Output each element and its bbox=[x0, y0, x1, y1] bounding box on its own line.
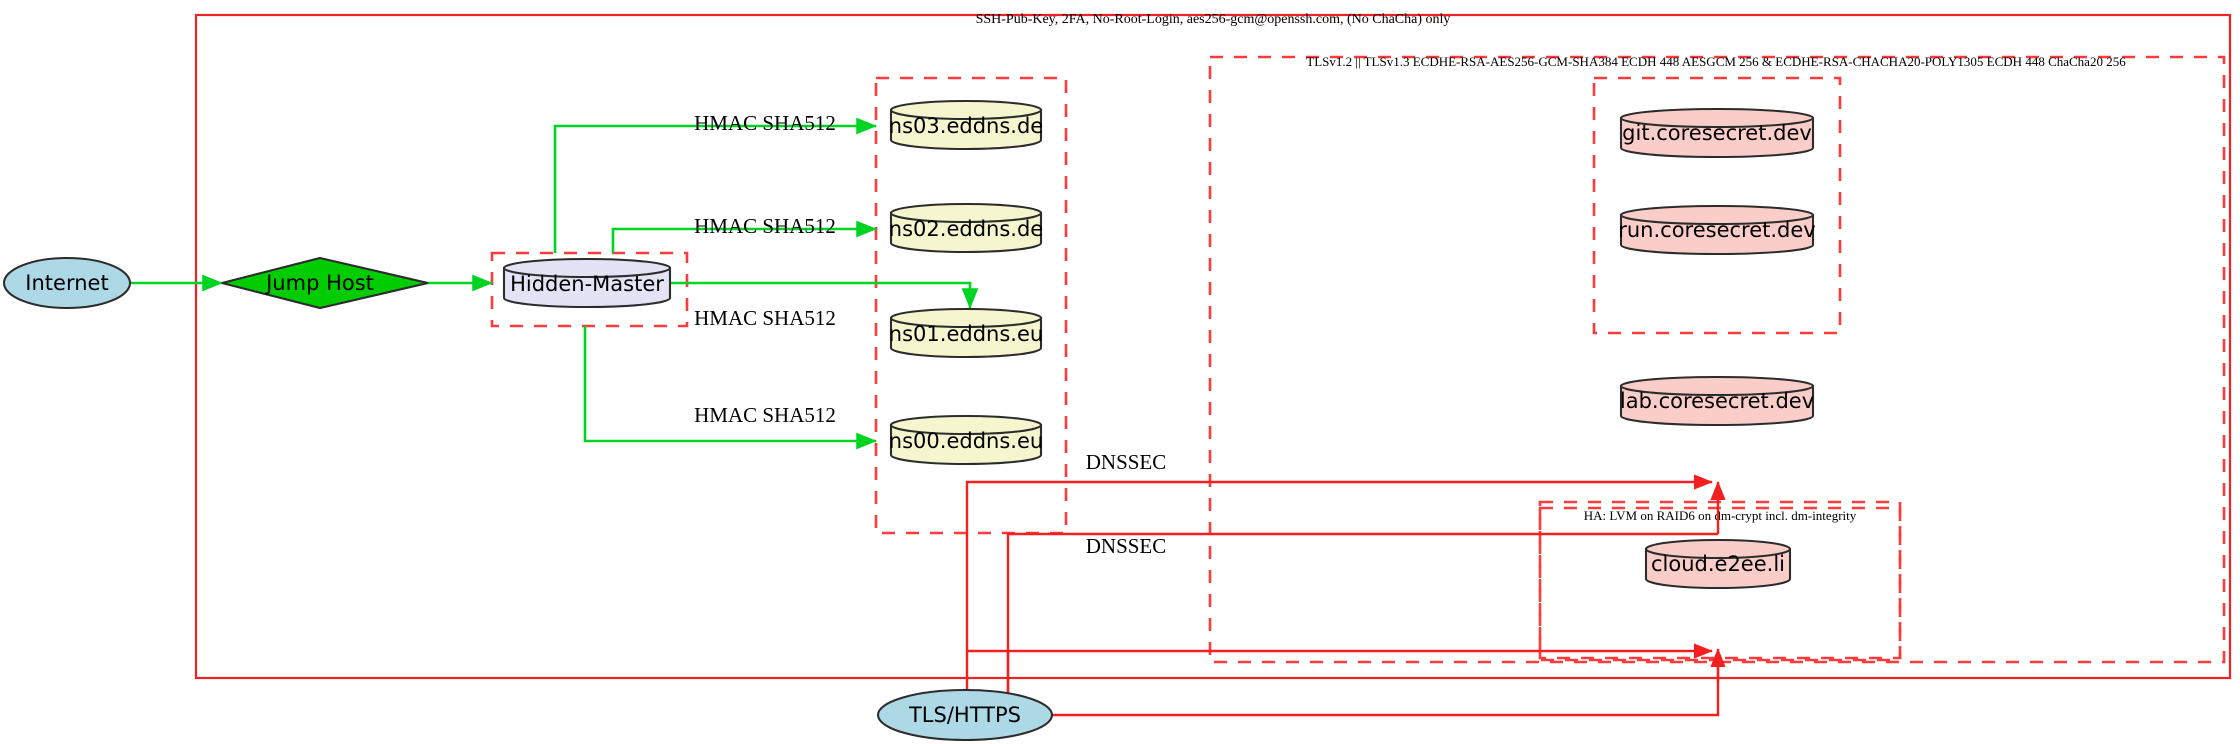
edge-tlshttps-riser bbox=[1006, 532, 1718, 700]
tls-https-ellipse bbox=[876, 688, 1054, 742]
cloud-label: cloud.e2ee.li bbox=[1651, 552, 1785, 576]
node-lab-coresecret[interactable]: lab.coresecret.dev bbox=[1619, 375, 1815, 427]
cluster-ssh-outer bbox=[194, 13, 2232, 680]
hidden-master-cylinder-body bbox=[502, 266, 672, 309]
node-jump-host[interactable]: Jump Host bbox=[221, 256, 429, 310]
git-cylinder-body bbox=[1619, 116, 1815, 159]
edge-label-dnssec-lower: DNSSEC bbox=[1086, 534, 1167, 558]
cloud-cylinder-top bbox=[1644, 538, 1792, 560]
edge-label-dnssec-upper: DNSSEC bbox=[1086, 450, 1167, 474]
node-internet[interactable]: Internet bbox=[2, 256, 132, 310]
node-run-coresecret[interactable]: run.coresecret.dev bbox=[1618, 204, 1816, 256]
cluster-hidden-master bbox=[490, 251, 689, 328]
edge-label-hmac-ns03: HMAC SHA512 bbox=[694, 111, 836, 135]
edge-tlshttps-right-out bbox=[1052, 660, 1720, 717]
ns01-cylinder-body bbox=[889, 316, 1043, 359]
git-cylinder-top bbox=[1619, 107, 1815, 129]
cluster-tls-label: TLSv1.2 || TLSv1.3 ECDHE-RSA-AES256-GCM-… bbox=[1306, 54, 2126, 69]
internet-ellipse bbox=[2, 256, 132, 310]
cluster-ssh-outer-label: SSH-Pub-Key, 2FA, No-Root-Login, aes256-… bbox=[976, 12, 1451, 27]
ns03-label: ns03.eddns.de bbox=[889, 114, 1043, 138]
cluster-ha-label: HA: LVM on RAID6 on dm-crypt incl. dm-in… bbox=[1584, 508, 1857, 523]
tls-https-label: TLS/HTTPS bbox=[908, 703, 1021, 727]
cloud-cylinder-body bbox=[1644, 547, 1792, 590]
edge-hiddenmaster-to-ns00 bbox=[583, 326, 878, 450]
edge-dnssec-upper bbox=[965, 474, 1713, 700]
edge-hiddenmaster-to-ns03 bbox=[553, 117, 878, 253]
ns03-cylinder-body bbox=[889, 108, 1043, 151]
internet-label: Internet bbox=[25, 271, 108, 295]
edge-hiddenmaster-to-ns01 bbox=[668, 281, 979, 310]
node-ns03[interactable]: ns03.eddns.de bbox=[889, 99, 1043, 151]
run-cylinder-body bbox=[1619, 213, 1815, 256]
run-cylinder-top bbox=[1619, 204, 1815, 226]
edge-label-hmac-ns01: HMAC SHA512 bbox=[694, 306, 836, 330]
git-label: git.coresecret.dev bbox=[1622, 121, 1812, 145]
node-git-coresecret[interactable]: git.coresecret.dev bbox=[1619, 107, 1815, 159]
ns00-cylinder-body bbox=[889, 423, 1043, 466]
cluster-dns-servers bbox=[874, 76, 1068, 535]
ns01-cylinder-top bbox=[889, 307, 1043, 329]
lab-label: lab.coresecret.dev bbox=[1620, 389, 1814, 413]
node-ns02[interactable]: ns02.eddns.de bbox=[889, 202, 1043, 254]
node-ns00[interactable]: ns00.eddns.eu bbox=[889, 414, 1043, 466]
ns02-label: ns02.eddns.de bbox=[889, 217, 1043, 241]
run-label: run.coresecret.dev bbox=[1618, 218, 1816, 242]
edge-label-hmac-ns00: HMAC SHA512 bbox=[694, 403, 836, 427]
cluster-coresecret bbox=[1592, 76, 1842, 335]
lab-cylinder-top bbox=[1619, 375, 1815, 397]
jump-host-label: Jump Host bbox=[264, 271, 374, 295]
ns00-cylinder-top bbox=[889, 414, 1043, 436]
ns03-cylinder-top bbox=[889, 99, 1043, 121]
node-tls-https[interactable]: TLS/HTTPS bbox=[876, 688, 1054, 742]
node-cloud-e2ee[interactable]: cloud.e2ee.li bbox=[1644, 538, 1792, 590]
edge-label-hmac-ns02: HMAC SHA512 bbox=[694, 214, 836, 238]
hidden-master-cylinder-top bbox=[502, 257, 672, 279]
edge-hiddenmaster-to-ns02 bbox=[611, 220, 878, 253]
ns02-cylinder-body bbox=[889, 211, 1043, 254]
cluster-tls bbox=[1208, 55, 2226, 664]
hidden-master-label: Hidden-Master bbox=[510, 272, 664, 296]
ns01-label: ns01.eddns.eu bbox=[889, 322, 1043, 346]
node-hidden-master[interactable]: Hidden-Master bbox=[502, 257, 672, 309]
node-ns01[interactable]: ns01.eddns.eu bbox=[889, 307, 1043, 359]
ns00-label: ns00.eddns.eu bbox=[889, 429, 1043, 453]
ns02-cylinder-top bbox=[889, 202, 1043, 224]
lab-cylinder-body bbox=[1619, 384, 1815, 427]
jump-host-diamond bbox=[221, 256, 429, 310]
